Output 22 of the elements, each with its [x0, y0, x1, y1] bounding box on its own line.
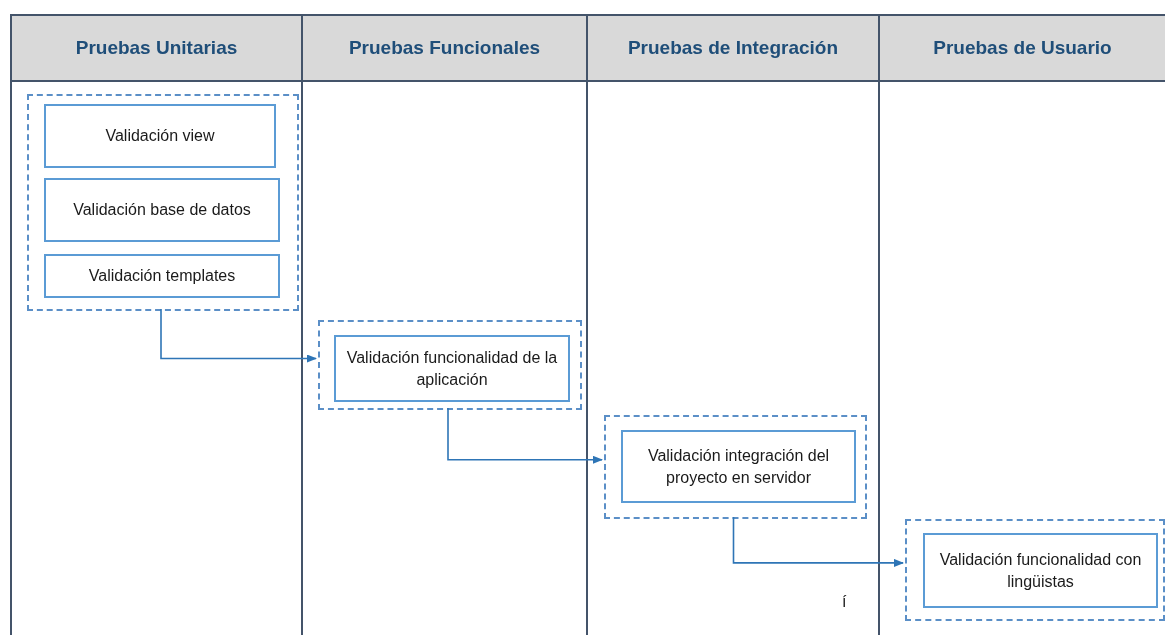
process-box: Validación funcionalidad con lingüistas	[923, 533, 1158, 608]
swimlane	[878, 14, 1165, 635]
dashed-group-box	[318, 320, 582, 410]
lane-header: Pruebas de Usuario	[880, 16, 1165, 82]
swimlane	[586, 14, 878, 635]
process-box: Validación base de datos	[44, 178, 280, 242]
dashed-group-box	[604, 415, 867, 519]
dashed-group-box	[27, 94, 299, 311]
dashed-group-box	[905, 519, 1165, 621]
arrow	[732, 516, 904, 567]
swimlane	[301, 14, 586, 635]
arrow	[447, 407, 603, 464]
process-box: Validación funcionalidad de la aplicación	[334, 335, 570, 402]
process-box: Validación integración del proyecto en servidor	[621, 430, 856, 503]
arrow	[160, 308, 317, 363]
process-box: Validación templates	[44, 254, 280, 298]
lane-header: Pruebas Funcionales	[303, 16, 586, 82]
swimlane	[10, 14, 301, 635]
note-text: í	[842, 592, 847, 612]
lane-header: Pruebas de Integración	[588, 16, 878, 82]
process-box: Validación view	[44, 104, 276, 168]
lane-header: Pruebas Unitarias	[12, 16, 301, 82]
